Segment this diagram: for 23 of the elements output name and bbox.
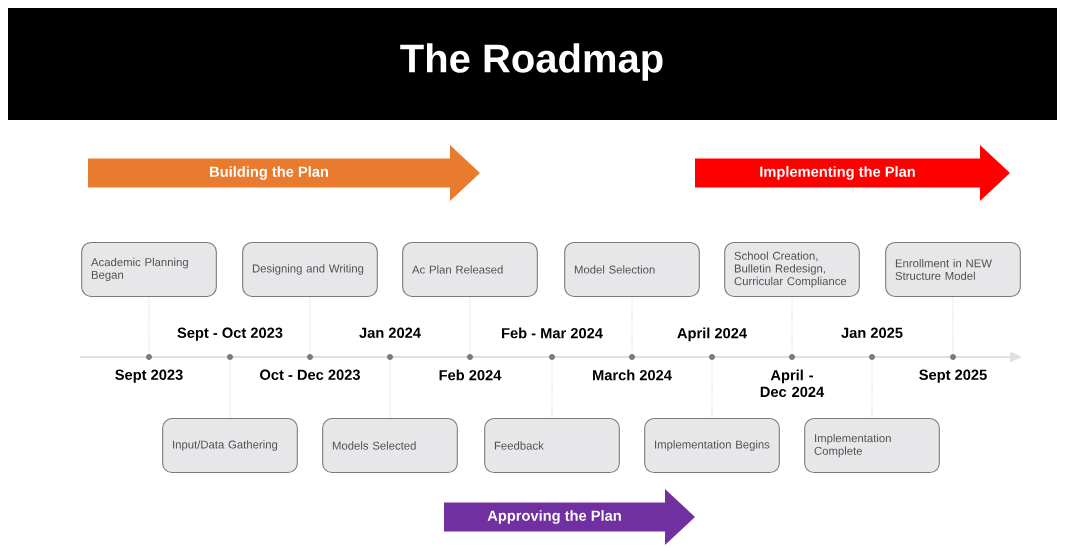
date-label: March 2024 (593, 369, 672, 381)
date-label: April 2024 (677, 327, 747, 342)
title-banner: The Roadmap (8, 8, 1057, 120)
event-box: Models Selected (322, 418, 458, 474)
event-box: Academic Planning Began (81, 241, 217, 297)
date-label: Jan 2025 (841, 327, 903, 338)
event-box: Input/Data Gathering (162, 418, 298, 474)
event-box: Implementation Complete (804, 418, 940, 474)
date-label: Oct - Dec 2023 (260, 369, 360, 380)
date-label: April - Dec 2024 (760, 369, 825, 398)
date-label: Jan 2024 (359, 327, 421, 338)
event-box: Enrollment in NEW Structure Model (885, 241, 1021, 297)
date-label: Sept 2025 (919, 369, 987, 383)
event-box: School Creation, Bulletin Redesign, Curricular Compliance (724, 241, 860, 297)
date-label: Feb - Mar 2024 (502, 327, 603, 339)
event-box: Implementation Begins (644, 418, 780, 474)
event-box: Feedback (484, 418, 620, 474)
event-box: Designing and Writing (242, 241, 378, 297)
date-label: Sept - Oct 2023 (177, 327, 283, 341)
date-label: Feb 2024 (439, 369, 502, 381)
event-box: Model Selection (564, 241, 700, 297)
date-label: Sept 2023 (115, 369, 183, 383)
event-box: Ac Plan Released (402, 241, 538, 297)
